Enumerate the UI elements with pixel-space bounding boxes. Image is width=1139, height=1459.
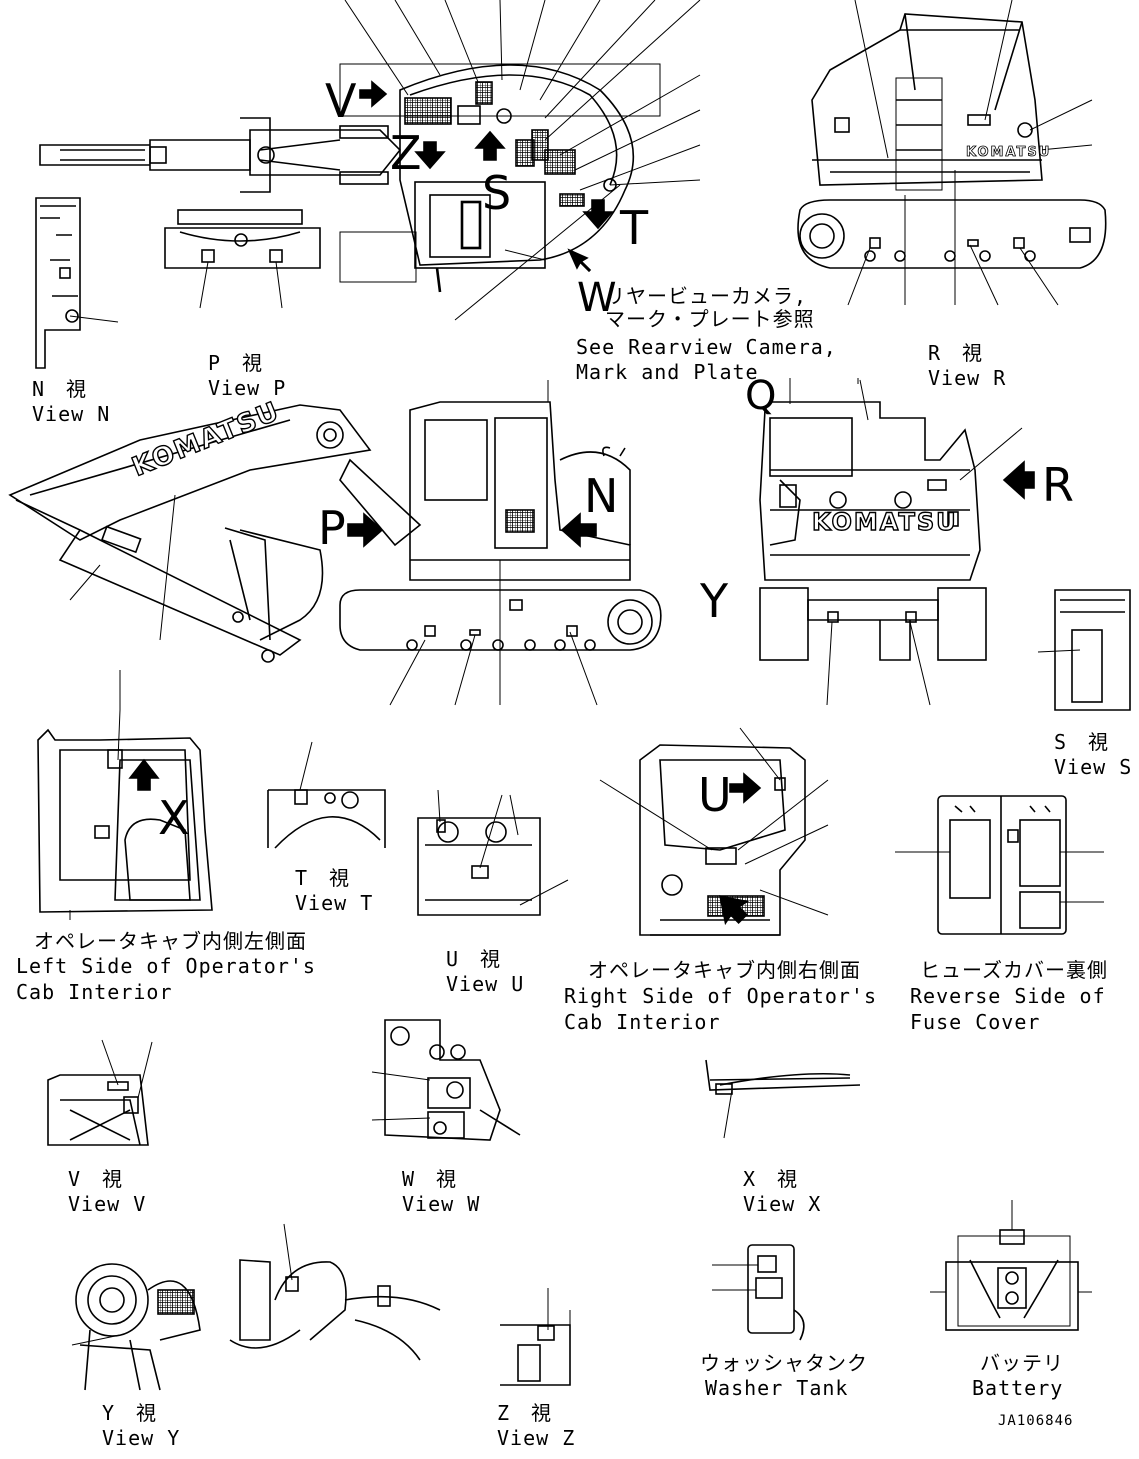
arrow-z-icon (414, 141, 446, 170)
view-letter-t: T (620, 201, 649, 255)
view-s-drawing (1037, 589, 1131, 711)
note-washer-ja: ウォッシャタンク (700, 1351, 868, 1375)
view-u-ja: U 視 (446, 947, 502, 971)
back-view-drawing (759, 378, 1023, 706)
view-letter-s: S (482, 166, 512, 220)
view-v-en: View V (68, 1192, 147, 1216)
note-cab-right-ja: オペレータキャブ内側右側面 (588, 958, 861, 982)
view-x-en: View X (743, 1192, 822, 1216)
view-w-en: View W (402, 1192, 481, 1216)
arrow-n-icon (560, 512, 597, 548)
view-letter-p: P (318, 501, 346, 555)
note-rearview-en1: See Rearview Camera, (576, 335, 837, 359)
drawing-code: JA106846 (998, 1413, 1074, 1429)
view-v-drawing (47, 1039, 153, 1146)
note-battery-en: Battery (972, 1376, 1064, 1400)
arrow-v-icon (359, 80, 388, 108)
view-letter-q: Q (745, 373, 777, 419)
view-x-ja: X 視 (743, 1167, 799, 1191)
rear-view-drawing (797, 0, 1107, 306)
view-w-drawing (371, 1019, 521, 1141)
note-washer-en: Washer Tank (705, 1376, 849, 1400)
view-p-drawing (164, 209, 321, 309)
top-plan-view (39, 0, 701, 321)
fuse-cover-drawing (895, 795, 1104, 935)
view-y-detail-drawing (229, 1223, 441, 1361)
view-letter-w: W (577, 275, 617, 321)
cab-right-interior-drawing (599, 727, 829, 936)
note-cab-right-en1: Right Side of Operator's (564, 984, 877, 1008)
view-y-ja: Y 視 (102, 1401, 158, 1425)
view-n-en: View N (32, 402, 111, 426)
battery-drawing (930, 1200, 1092, 1331)
view-t-en: View T (295, 891, 374, 915)
note-cab-left-en1: Left Side of Operator's (16, 954, 316, 978)
view-letter-u: U (698, 768, 732, 822)
view-letter-y: Y (700, 574, 729, 628)
komatsu-top-logo: KOMATSU (966, 145, 1052, 161)
note-fuse-ja: ヒューズカバー裏側 (920, 958, 1108, 982)
view-z-en: View Z (497, 1426, 576, 1450)
note-cab-left-en2: Cab Interior (16, 980, 173, 1004)
arrow-x-icon (128, 758, 160, 791)
cab-left-interior-drawing (37, 709, 213, 920)
view-n-ja: N 視 (32, 377, 88, 401)
arrow-s-icon (474, 130, 506, 161)
view-letter-x: X (158, 791, 190, 845)
view-w-ja: W 視 (402, 1167, 458, 1191)
view-letter-z: Z (390, 126, 422, 180)
view-t-ja: T 視 (295, 866, 351, 890)
view-y-en: View Y (102, 1426, 181, 1450)
view-letter-n: N (584, 469, 619, 523)
side-view-drawing (8, 380, 662, 710)
view-n-drawing (35, 197, 119, 369)
arrow-r-icon (1002, 460, 1035, 500)
note-fuse-en2: Fuse Cover (910, 1010, 1041, 1034)
note-rearview-ja1: リヤービューカメラ, (605, 284, 808, 308)
view-y-drawing (71, 1263, 201, 1391)
note-rearview-ja2: マーク・プレート参照 (605, 307, 815, 331)
arrow-p-icon (347, 512, 384, 548)
view-z-drawing (500, 1288, 571, 1386)
view-z-ja: Z 視 (497, 1401, 553, 1425)
arrow-u-icon (729, 772, 762, 804)
view-p-ja: P 視 (208, 351, 264, 375)
view-v-ja: V 視 (68, 1167, 124, 1191)
komatsu-rear-logo: KOMATSU (811, 507, 958, 536)
view-r-en: View R (928, 366, 1007, 390)
view-u-en: View U (446, 972, 525, 996)
view-t-drawing (267, 741, 386, 849)
view-s-en: View S (1054, 755, 1133, 779)
note-battery-ja: バッテリ (980, 1351, 1064, 1375)
view-s-ja: S 視 (1054, 730, 1110, 754)
view-p-en: View P (208, 376, 287, 400)
view-letter-r: R (1042, 458, 1074, 512)
arrow-w-icon (567, 248, 592, 273)
note-fuse-en1: Reverse Side of (910, 984, 1106, 1008)
view-u-drawing (417, 789, 569, 916)
view-letter-v: V (325, 74, 357, 128)
note-cab-right-en2: Cab Interior (564, 1010, 721, 1034)
note-rearview-en2: Mark and Plate (576, 360, 759, 384)
washer-tank-drawing (712, 1244, 805, 1341)
view-x-drawing (705, 1059, 861, 1139)
view-r-ja: R 視 (928, 341, 984, 365)
arrow-t-icon (582, 199, 614, 230)
note-cab-left-ja: オペレータキャブ内側左側面 (34, 929, 307, 953)
